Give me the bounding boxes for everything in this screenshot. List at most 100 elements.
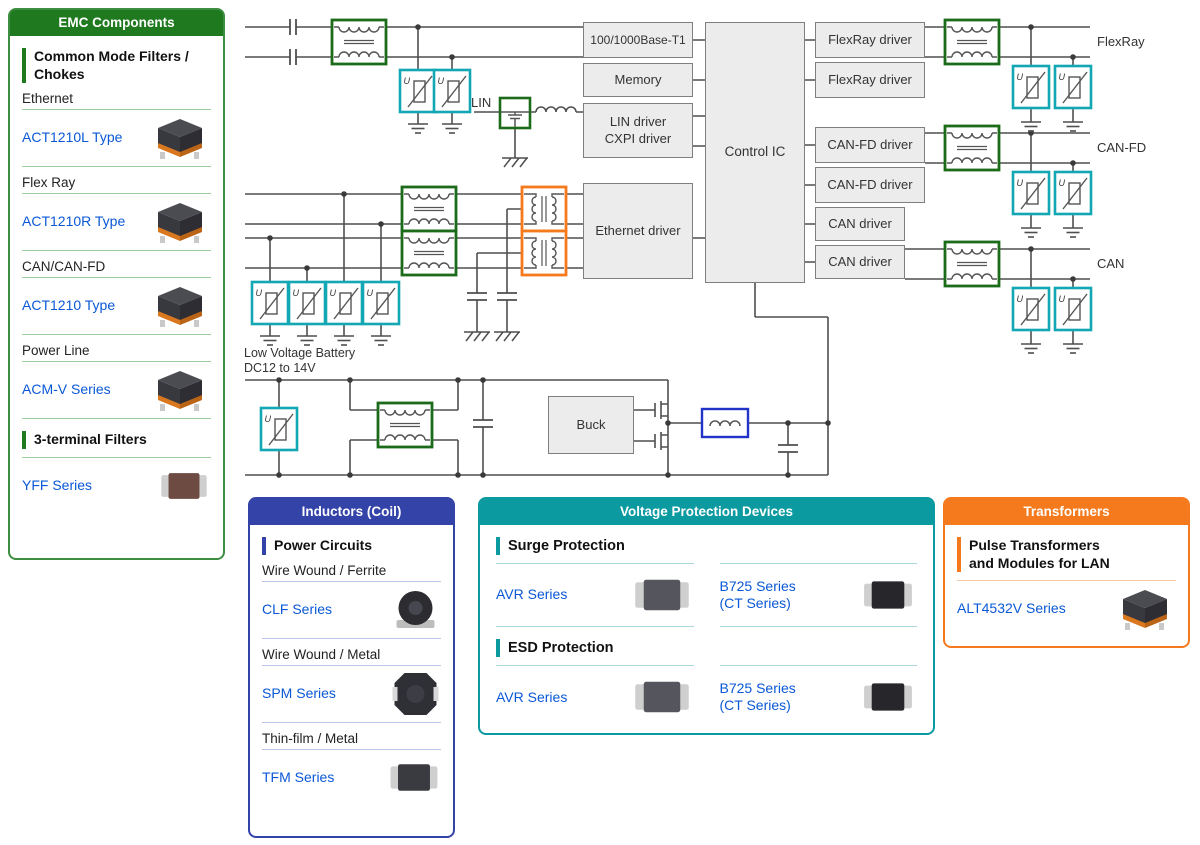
divider	[262, 721, 441, 723]
divider	[22, 277, 211, 278]
acm-v-photo	[158, 370, 202, 411]
category-flexray: Flex Ray	[22, 175, 76, 190]
ground-icon	[441, 123, 463, 134]
inductors-panel-title: Inductors (Coil)	[250, 499, 453, 525]
divider	[22, 456, 211, 458]
section-label: ESD Protection	[508, 640, 614, 657]
varistor-icon	[259, 406, 299, 452]
common-mode-choke-icon	[376, 401, 434, 449]
yff-photo	[161, 472, 207, 499]
section-power-circuits: Power Circuits	[262, 537, 441, 555]
product-row: B725 Series (CT Series)	[719, 665, 917, 728]
ground-icon	[296, 335, 318, 346]
block-can-driver-2: CAN driver	[815, 245, 905, 279]
block-can-driver-1: CAN driver	[815, 207, 905, 241]
section-bar	[496, 537, 500, 556]
wires	[245, 26, 1090, 476]
ground-icon	[1062, 343, 1084, 354]
divider	[22, 250, 211, 251]
ground-icon	[1062, 227, 1084, 238]
yff-link[interactable]: YFF Series	[22, 476, 93, 493]
divider	[22, 361, 211, 362]
block-control-ic: Control IC	[705, 22, 805, 283]
emc-panel-body: Common Mode Filters / Chokes Ethernet AC…	[10, 36, 223, 519]
product-row: ACT1210R Type	[22, 197, 211, 247]
product-row: AVR Series	[496, 665, 694, 728]
varistor-icon	[1011, 64, 1051, 110]
emc-panel-title: EMC Components	[10, 10, 223, 36]
product-row: YFF Series	[22, 461, 211, 511]
block-buck: Buck	[548, 396, 634, 454]
ground-icon	[259, 335, 281, 346]
b725-surge-link[interactable]: B725 Series (CT Series)	[719, 577, 796, 612]
varistor-icon	[1053, 64, 1093, 110]
product-row: ALT4532V Series	[957, 584, 1176, 634]
voltage-panel-body: Surge Protection AVR Series B725 Series …	[480, 525, 933, 736]
section-label: Power Circuits	[274, 537, 373, 553]
divider	[262, 664, 441, 666]
section-bar	[22, 48, 26, 83]
avr-esd-photo	[634, 682, 689, 713]
avr-surge-link[interactable]: AVR Series	[496, 586, 568, 603]
divider	[262, 748, 441, 750]
varistor-icon	[432, 68, 472, 114]
product-row: ACT1210 Type	[22, 281, 211, 331]
section-3-terminal-filters: 3-terminal Filters	[22, 431, 211, 449]
common-mode-choke-icon	[400, 229, 458, 277]
section-label: Pulse Transformers and Modules for LAN	[969, 537, 1110, 571]
divider	[22, 418, 211, 419]
product-row: SPM Series	[262, 669, 441, 719]
net-label-can: CAN	[1097, 256, 1125, 271]
category-power-line: Power Line	[22, 343, 90, 358]
varistor-icon	[287, 280, 327, 326]
product-grid: AVR Series B725 Series (CT Series)	[496, 563, 917, 628]
ground-icon	[407, 123, 429, 134]
b725-esd-link[interactable]: B725 Series (CT Series)	[719, 679, 796, 714]
category-can-canfd: CAN/CAN-FD	[22, 259, 106, 274]
section-esd-protection: ESD Protection	[496, 639, 917, 658]
ground-icon	[1062, 121, 1084, 132]
section-label: 3-terminal Filters	[34, 431, 147, 447]
product-row: CLF Series	[262, 585, 441, 635]
ground-icon	[1020, 121, 1042, 132]
clf-link[interactable]: CLF Series	[262, 600, 333, 617]
common-mode-choke-icon	[943, 124, 1001, 172]
tfm-link[interactable]: TFM Series	[262, 768, 335, 785]
section-common-mode-filters: Common Mode Filters / Chokes	[22, 48, 211, 83]
section-bar	[262, 537, 266, 555]
inductor-coil-icon	[535, 106, 577, 113]
inductors-panel: Inductors (Coil) Power Circuits Wire Wou…	[248, 497, 455, 838]
section-label: Common Mode Filters / Chokes	[34, 48, 189, 82]
act1210r-link[interactable]: ACT1210R Type	[22, 213, 126, 230]
divider	[22, 109, 211, 110]
pulse-transformer-icon	[520, 185, 568, 233]
varistor-icon	[1011, 170, 1051, 216]
act1210l-link[interactable]: ACT1210L Type	[22, 129, 123, 146]
section-pulse-transformers: Pulse Transformers and Modules for LAN	[957, 537, 1176, 572]
act1210-link[interactable]: ACT1210 Type	[22, 297, 116, 314]
battery-label: Low Voltage Battery DC12 to 14V	[244, 346, 356, 375]
product-grid: AVR Series B725 Series (CT Series)	[496, 665, 917, 728]
block-memory: Memory	[583, 63, 693, 97]
common-mode-choke-icon	[330, 18, 388, 66]
varistor-icon	[324, 280, 364, 326]
product-row: B725 Series (CT Series)	[719, 563, 917, 628]
pulse-transformer-icon	[520, 229, 568, 277]
alt4532v-link[interactable]: ALT4532V Series	[957, 600, 1066, 617]
act1210r-photo	[158, 202, 202, 243]
inductors-panel-body: Power Circuits Wire Wound / Ferrite CLF …	[250, 525, 453, 811]
emc-components-panel: EMC Components Common Mode Filters / Cho…	[8, 8, 225, 560]
transformers-panel: Transformers Pulse Transformers and Modu…	[943, 497, 1190, 648]
common-mode-choke-icon	[943, 18, 1001, 66]
product-row: ACT1210L Type	[22, 113, 211, 163]
product-row: ACM-V Series	[22, 365, 211, 415]
varistor-icon	[250, 280, 290, 326]
net-label-canfd: CAN-FD	[1097, 140, 1147, 155]
spm-link[interactable]: SPM Series	[262, 684, 336, 701]
category-ethernet: Ethernet	[22, 91, 74, 106]
product-row: AVR Series	[496, 563, 694, 628]
avr-esd-link[interactable]: AVR Series	[496, 688, 568, 705]
ground-icon	[370, 335, 392, 346]
acm-v-link[interactable]: ACM-V Series	[22, 381, 111, 398]
block-canfd-driver-1: CAN-FD driver	[815, 127, 925, 163]
